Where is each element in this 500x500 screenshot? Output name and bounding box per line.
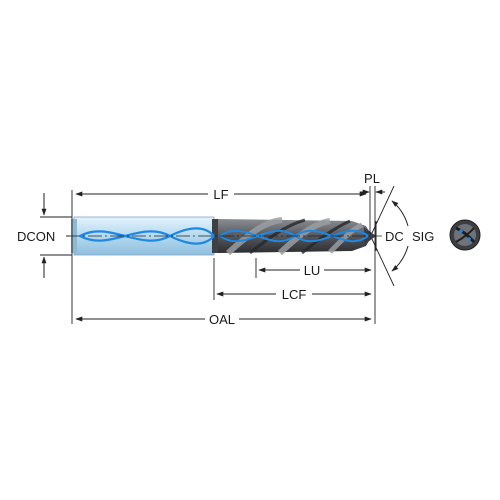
label-sig: SIG (412, 229, 434, 244)
label-oal: OAL (209, 312, 235, 327)
label-dcon: DCON (17, 229, 55, 244)
label-lcf: LCF (282, 287, 307, 302)
label-pl: PL (364, 171, 380, 186)
label-lf-text: LF (213, 187, 228, 202)
label-lu: LU (304, 263, 321, 278)
label-dc: DC (385, 229, 404, 244)
drill-tip-end-view-icon (449, 219, 481, 251)
